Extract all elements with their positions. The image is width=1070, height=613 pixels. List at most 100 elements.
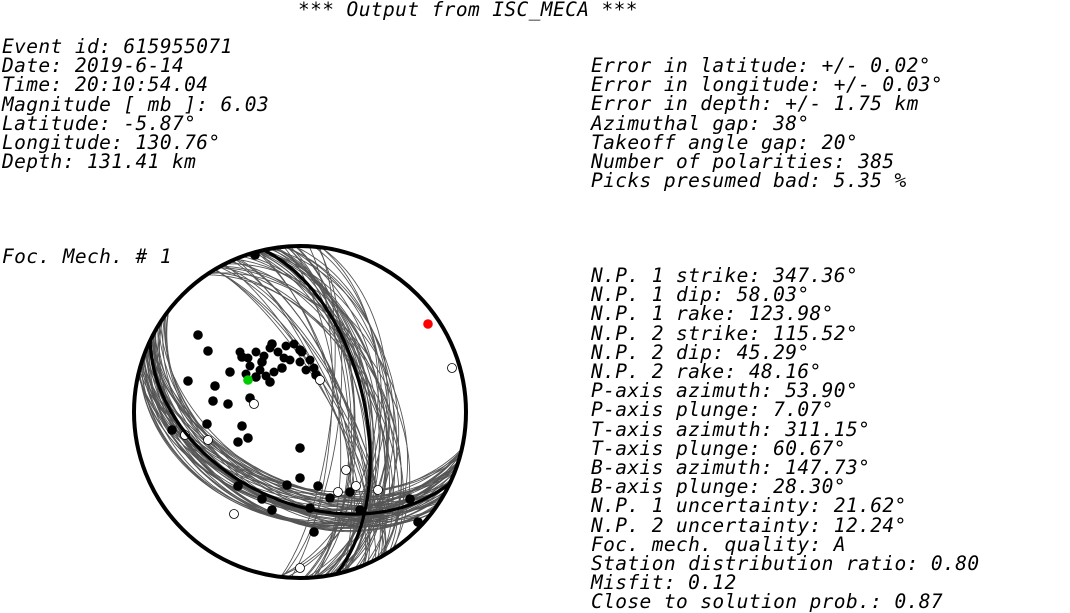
compression-dot bbox=[267, 505, 277, 515]
solution-line: B-axis plunge: 28.30° bbox=[591, 475, 846, 499]
event-line: Date: 2019-6-14 bbox=[2, 54, 185, 78]
compression-dot bbox=[281, 341, 291, 351]
compression-dot bbox=[255, 365, 265, 375]
error-info: Error in latitude: +/- 0.02°Error in lon… bbox=[591, 54, 944, 193]
compression-dot bbox=[313, 481, 323, 491]
p-axis-marker bbox=[423, 319, 433, 329]
uncertainty-curve bbox=[285, 246, 382, 578]
solution-line: T-axis azimuth: 311.15° bbox=[591, 417, 871, 441]
event-line: Time: 20:10:54.04 bbox=[2, 73, 209, 97]
compression-dot bbox=[345, 487, 355, 497]
compression-dot bbox=[183, 376, 193, 386]
solution-line: N.P. 2 dip: 45.29° bbox=[591, 340, 810, 364]
uncertainty-curve bbox=[158, 323, 441, 515]
compression-dot bbox=[233, 481, 243, 491]
error-line: Takeoff angle gap: 20° bbox=[591, 130, 859, 154]
compression-dot bbox=[309, 527, 319, 537]
focal-mechanism-title: Foc. Mech. # 1 bbox=[2, 245, 172, 268]
uncertainty-curve bbox=[289, 246, 352, 578]
event-line: Latitude: -5.87° bbox=[2, 111, 197, 135]
compression-dot bbox=[289, 339, 299, 349]
compression-dot bbox=[235, 347, 245, 357]
compression-dot bbox=[301, 365, 311, 375]
error-line: Picks presumed bad: 5.35 % bbox=[591, 169, 907, 193]
compression-dot bbox=[233, 437, 243, 447]
dilatation-dot bbox=[249, 399, 259, 409]
uncertainty-curve bbox=[144, 353, 456, 498]
solution-line: N.P. 2 uncertainty: 12.24° bbox=[591, 513, 907, 537]
error-line: Error in longitude: +/- 0.03° bbox=[591, 73, 944, 97]
compression-dot bbox=[208, 396, 218, 406]
dilatation-dot bbox=[447, 363, 457, 373]
focal-sphere-outline bbox=[132, 244, 468, 580]
uncertainty-curve bbox=[294, 246, 391, 578]
solution-line: Close to solution prob.: 0.87 bbox=[591, 590, 944, 613]
compression-dot bbox=[243, 353, 253, 363]
solution-line: N.P. 1 strike: 347.36° bbox=[591, 264, 859, 287]
solution-line: T-axis plunge: 60.67° bbox=[591, 436, 846, 460]
error-line: Number of polarities: 385 bbox=[591, 150, 895, 174]
compression-dot bbox=[245, 361, 255, 371]
dilatation-dot bbox=[257, 575, 267, 578]
compression-dot bbox=[210, 381, 220, 391]
dilatation-dot bbox=[351, 481, 361, 491]
compression-dot bbox=[243, 433, 253, 443]
dilatation-dot bbox=[341, 465, 351, 475]
uncertainty-curve bbox=[165, 310, 432, 528]
compression-dot bbox=[237, 421, 247, 431]
uncertainty-curve bbox=[208, 272, 411, 551]
solution-line: P-axis plunge: 7.07° bbox=[591, 398, 834, 422]
dilatation-dot bbox=[333, 487, 343, 497]
dilatation-dot bbox=[295, 563, 305, 573]
uncertainty-curve bbox=[144, 353, 456, 526]
uncertainty-curve bbox=[142, 358, 458, 501]
compression-dot bbox=[273, 347, 283, 357]
dilatation-dot bbox=[147, 505, 157, 515]
compression-dot bbox=[325, 493, 335, 503]
uncertainty-curves bbox=[137, 246, 463, 578]
compression-dot bbox=[269, 367, 279, 377]
compression-dot bbox=[295, 357, 305, 367]
compression-dot bbox=[295, 473, 305, 483]
dilatation-dot bbox=[203, 435, 213, 445]
solution-parameters: N.P. 1 strike: 347.36°N.P. 1 dip: 58.03°… bbox=[591, 266, 979, 612]
compression-dot bbox=[203, 346, 213, 356]
compression-dot bbox=[295, 443, 305, 453]
compression-dot bbox=[251, 347, 261, 357]
nodal-plane-1 bbox=[262, 248, 372, 575]
nodal-plane-2 bbox=[148, 340, 451, 516]
event-line: Depth: 131.41 km bbox=[2, 150, 197, 174]
compression-dot bbox=[297, 347, 307, 357]
dilatation-dot bbox=[315, 375, 325, 385]
error-line: Azimuthal gap: 38° bbox=[591, 111, 810, 135]
solution-line: B-axis azimuth: 147.73° bbox=[591, 456, 871, 480]
dilatation-dot bbox=[373, 485, 383, 495]
compression-dot bbox=[309, 363, 319, 373]
compression-dot bbox=[265, 343, 275, 353]
error-line: Error in latitude: +/- 0.02° bbox=[591, 54, 931, 77]
solution-line: P-axis azimuth: 53.90° bbox=[591, 379, 859, 403]
t-axis-marker bbox=[243, 375, 253, 385]
solution-line: N.P. 1 dip: 58.03° bbox=[591, 283, 810, 307]
solution-line: Foc. mech. quality: A bbox=[591, 532, 846, 556]
dilatation-dot bbox=[229, 509, 239, 519]
compression-dot bbox=[225, 367, 235, 377]
event-line: Magnitude [ mb ]: 6.03 bbox=[2, 92, 270, 116]
solution-line: N.P. 1 uncertainty: 21.62° bbox=[591, 494, 907, 518]
solution-line: N.P. 2 rake: 48.16° bbox=[591, 360, 822, 384]
solution-line: Station distribution ratio: 0.80 bbox=[591, 552, 980, 576]
solution-line: N.P. 2 strike: 115.52° bbox=[591, 321, 859, 345]
page-title: *** Output from ISC_MECA *** bbox=[298, 0, 638, 21]
compression-dot bbox=[251, 372, 261, 382]
uncertainty-curve bbox=[278, 247, 379, 578]
event-line: Longitude: 130.76° bbox=[2, 131, 221, 155]
solution-line: Misfit: 0.12 bbox=[591, 571, 737, 595]
compression-dot bbox=[202, 419, 212, 429]
compression-dot bbox=[157, 513, 167, 523]
solution-line: N.P. 1 rake: 123.98° bbox=[591, 302, 834, 326]
compression-dot bbox=[261, 371, 271, 381]
uncertainty-curve bbox=[158, 318, 438, 532]
compression-dot bbox=[167, 425, 177, 435]
